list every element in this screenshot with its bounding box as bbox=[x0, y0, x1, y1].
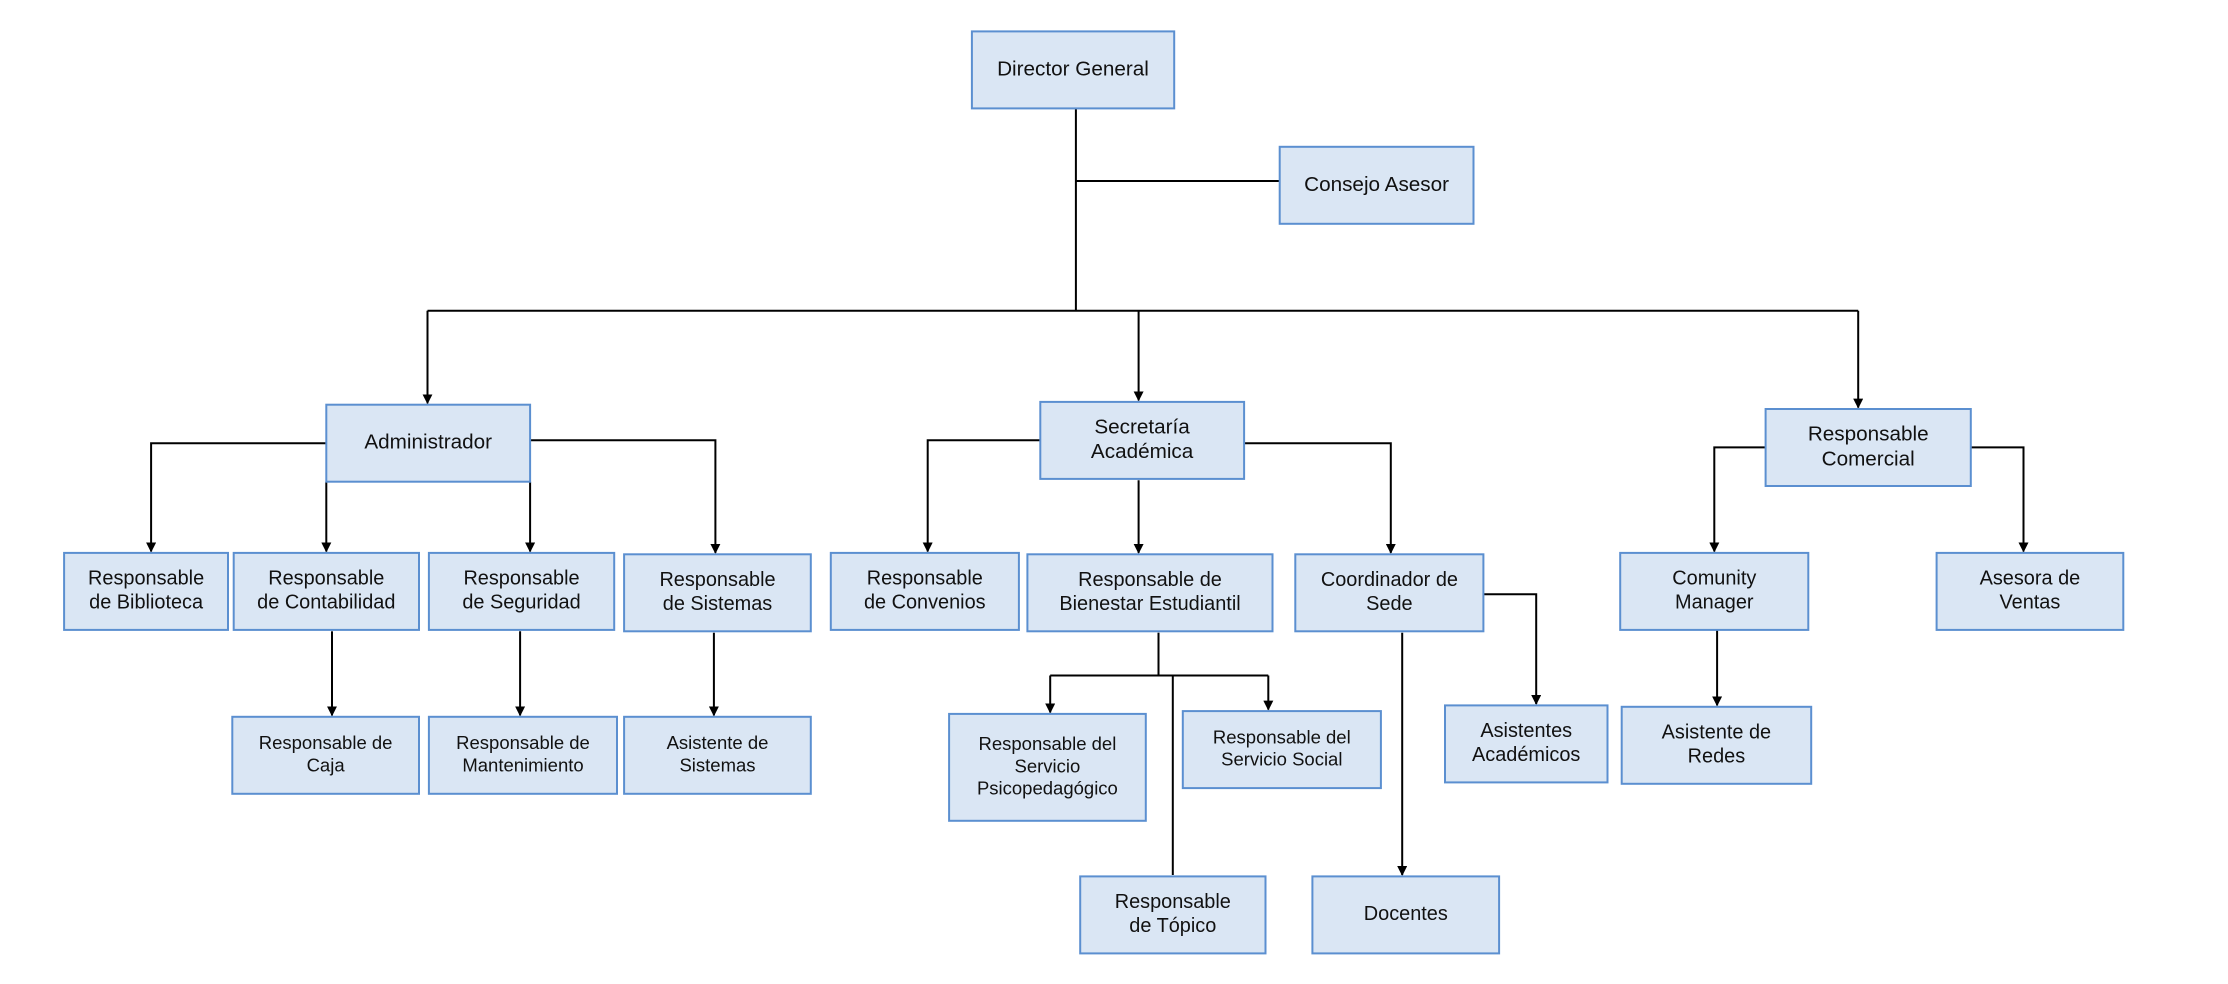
org-node-label: Responsable de bbox=[1078, 569, 1222, 591]
org-node-label: Asesora de bbox=[1980, 568, 2081, 590]
org-node-label: Director General bbox=[997, 57, 1149, 80]
org-node-box bbox=[623, 715, 812, 795]
org-node-label: de Sistemas bbox=[663, 593, 773, 615]
org-node-label: Académica bbox=[1091, 440, 1194, 463]
connector-line bbox=[146, 442, 327, 553]
org-node-label: Comunity bbox=[1672, 568, 1756, 590]
org-node-label: Manager bbox=[1675, 592, 1754, 614]
org-node-box bbox=[427, 551, 616, 631]
org-node-box bbox=[829, 551, 1020, 631]
org-node-label: Psicopedagógico bbox=[977, 777, 1118, 798]
org-node-box bbox=[1294, 553, 1485, 633]
org-node-label: Mantenimiento bbox=[462, 754, 583, 775]
connectors bbox=[146, 108, 2029, 876]
org-node-box bbox=[63, 551, 229, 631]
org-node-box bbox=[1444, 704, 1609, 784]
org-node-label: Responsable bbox=[1115, 891, 1231, 913]
org-node-box bbox=[1311, 875, 1501, 955]
org-node-label: Responsable de bbox=[259, 732, 393, 753]
org-node-label: Administrador bbox=[364, 431, 492, 454]
org-node-label: Secretaría bbox=[1094, 415, 1190, 438]
connector-line bbox=[922, 439, 1041, 553]
org-node-label: Responsable de bbox=[456, 732, 590, 753]
org-node-box bbox=[948, 712, 1147, 822]
org-node-label: Responsable bbox=[659, 569, 775, 591]
org-node-label: de Biblioteca bbox=[89, 592, 204, 614]
org-node-box bbox=[1278, 145, 1475, 225]
org-node-box bbox=[232, 551, 420, 631]
org-node-box bbox=[231, 715, 420, 795]
org-node-label: Bienestar Estudiantil bbox=[1059, 593, 1240, 615]
org-node-director-general: Director General bbox=[970, 30, 1176, 110]
org-node-label: Sistemas bbox=[679, 754, 755, 775]
org-node-box bbox=[325, 403, 532, 483]
org-node-label: Coordinador de bbox=[1321, 569, 1458, 591]
org-node-label: de Seguridad bbox=[462, 592, 580, 614]
org-node-label: de Contabilidad bbox=[257, 592, 395, 614]
org-node-label: Responsable del bbox=[978, 733, 1116, 754]
org-node-box bbox=[427, 715, 618, 795]
org-node-label: Responsable del bbox=[1213, 726, 1351, 747]
connector-line bbox=[1970, 446, 2029, 553]
org-node-label: Redes bbox=[1688, 745, 1746, 767]
org-node-administrador: Administrador bbox=[325, 403, 532, 483]
connector-line bbox=[1709, 446, 1766, 553]
org-node-label: Servicio Social bbox=[1221, 749, 1342, 770]
org-node-label: Consejo Asesor bbox=[1304, 173, 1449, 196]
org-node-box bbox=[1181, 710, 1382, 790]
org-node-box bbox=[623, 553, 812, 633]
org-node-box bbox=[1026, 553, 1274, 633]
org-node-box bbox=[1764, 408, 1972, 487]
org-node-label: Sede bbox=[1366, 593, 1412, 615]
org-node-box bbox=[1039, 400, 1246, 480]
org-node-label: Responsable bbox=[463, 568, 579, 590]
org-node-label: Responsable bbox=[867, 568, 983, 590]
org-node-label: de Convenios bbox=[864, 592, 986, 614]
org-node-box bbox=[1935, 551, 2125, 631]
org-node-label: Académicos bbox=[1472, 744, 1580, 766]
org-node-label: Asistentes bbox=[1480, 720, 1572, 742]
org-node-label: Responsable bbox=[88, 568, 204, 590]
org-node-label: Ventas bbox=[1999, 592, 2060, 614]
org-node-label: Caja bbox=[307, 754, 346, 775]
connector-line bbox=[530, 439, 721, 554]
org-node-docentes: Docentes bbox=[1311, 875, 1501, 955]
connector-line bbox=[1244, 442, 1396, 554]
org-node-label: Asistente de bbox=[1662, 722, 1771, 744]
org-node-box bbox=[1619, 551, 1810, 631]
org-node-label: Comercial bbox=[1822, 447, 1915, 470]
org-node-label: Responsable bbox=[1808, 423, 1929, 446]
org-node-label: de Tópico bbox=[1129, 915, 1216, 937]
org-node-label: Responsable bbox=[268, 568, 384, 590]
org-node-label: Docentes bbox=[1364, 903, 1448, 925]
org-node-label: Asistente de bbox=[667, 732, 769, 753]
org-node-box bbox=[1079, 875, 1267, 955]
org-node-label: Servicio bbox=[1014, 755, 1080, 776]
org-node-box bbox=[970, 30, 1176, 110]
org-node-box bbox=[1620, 705, 1813, 785]
connector-line bbox=[1483, 593, 1542, 705]
org-node-consejo-asesor: Consejo Asesor bbox=[1278, 145, 1475, 225]
